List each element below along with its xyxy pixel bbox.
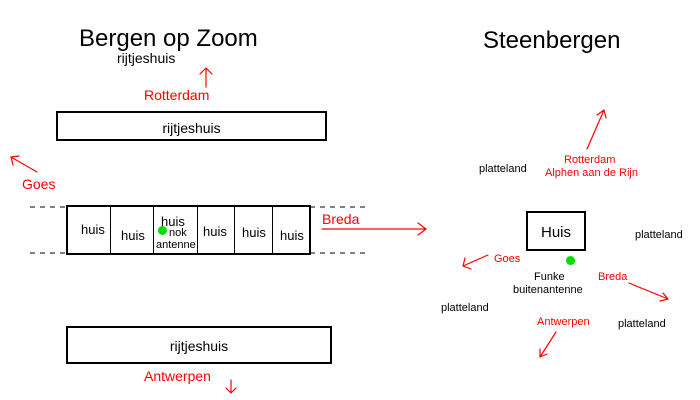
arrow-antwerpen-left [225,379,237,394]
direction-breda-left: Breda [322,211,360,227]
direction-goes-left: Goes [22,176,56,192]
row-houses-block: huis huis huis nok antenne huis huis hui… [66,205,311,255]
direction-goes-right: Goes [494,253,521,265]
row-house-6: huis [280,228,304,243]
house-label: Huis [540,224,571,241]
antenna-dot-left [158,226,167,235]
top-label-rijtjeshuis: rijtjeshuis [117,50,176,66]
top-rowhouse-block: rijtjeshuis [56,111,327,141]
direction-alphen-right: Alphen aan de Rijn [545,167,638,179]
direction-rotterdam-left: Rotterdam [144,87,210,103]
arrow-goes-right [462,254,489,270]
arrow-rotterdam-left [199,67,213,88]
bottom-rowhouse-label: rijtjeshuis [169,338,229,354]
row-house-4: huis [198,207,235,253]
row-house-5: huis [235,207,273,253]
countryside-southwest: platteland [441,302,489,314]
direction-antwerpen-left: Antwerpen [144,368,211,384]
arrow-rotterdam-right [586,109,607,150]
note-nok: nok [169,227,187,239]
direction-rotterdam-right: Rotterdam [564,154,616,166]
left-map-title: Bergen op Zoom [79,25,258,52]
note-antenne: antenne [156,239,196,251]
row-house-1: huis [68,207,111,253]
row-house-3-with-antenna: huis nok antenne [154,207,198,253]
arrow-goes-left [10,155,38,173]
row-house-2: huis [111,207,154,253]
arrow-breda-left [321,222,427,236]
top-rowhouse-label: rijtjeshuis [162,120,221,136]
direction-breda-right: Breda [598,271,628,283]
right-map-title: Steenbergen [483,27,621,54]
arrow-breda-right [628,282,669,302]
countryside-east: platteland [635,229,683,241]
countryside-northwest: platteland [479,163,527,175]
antenna-label-funke: Funke [534,271,565,283]
house-box: Huis [526,211,586,251]
arrow-antwerpen-right [539,331,557,358]
antenna-label-buitenantenne: buitenantenne [513,284,583,296]
antenna-dot-right [566,256,575,265]
bottom-rowhouse-block: rijtjeshuis [66,326,332,364]
direction-antwerpen-right: Antwerpen [537,316,590,328]
countryside-southeast: platteland [618,318,666,330]
